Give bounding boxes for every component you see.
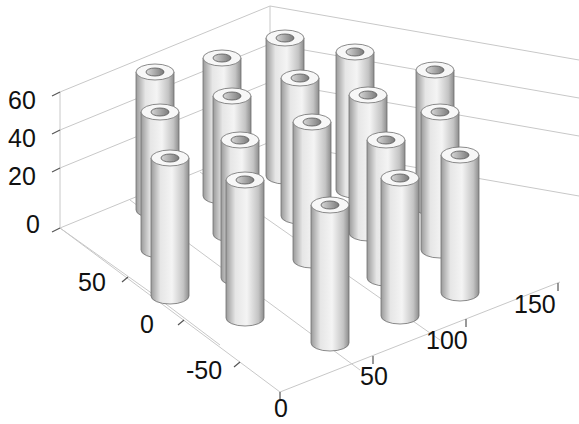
tube-top xyxy=(336,44,374,60)
tube-top xyxy=(367,132,405,148)
tube-bore xyxy=(276,34,294,42)
tube-top xyxy=(349,87,387,103)
tube-wall xyxy=(311,205,349,351)
tube xyxy=(151,150,189,304)
axis-tick-label: 150 xyxy=(514,292,556,317)
tube-bore xyxy=(346,48,364,56)
tube-bore xyxy=(231,136,249,144)
tube-bore xyxy=(151,108,169,116)
tube-top xyxy=(203,50,241,66)
axis-tick-label: 40 xyxy=(8,126,36,151)
tube-bore xyxy=(236,176,254,184)
axis-tick-label: -50 xyxy=(186,358,222,383)
axis-tick-label: 100 xyxy=(426,328,468,353)
tube-cylinders xyxy=(136,30,479,351)
tube-top xyxy=(136,64,174,80)
axis-tick-label: 20 xyxy=(8,164,36,189)
tube-wall xyxy=(151,158,189,304)
tube-bore xyxy=(451,151,469,159)
axis-tick-label: 60 xyxy=(8,88,36,113)
axis-grid xyxy=(60,6,579,392)
tube-top xyxy=(381,170,419,186)
tube-top xyxy=(141,104,179,120)
tube-bore xyxy=(291,74,309,82)
tube xyxy=(441,147,479,301)
tube-top xyxy=(416,62,454,78)
tube-top xyxy=(151,150,189,166)
tube-top xyxy=(421,104,459,120)
tube-top xyxy=(266,30,304,46)
tube xyxy=(311,197,349,351)
tube xyxy=(226,172,264,326)
tube-top xyxy=(293,114,331,130)
tube-bore xyxy=(303,118,321,126)
axis-tick-label: 0 xyxy=(140,312,154,337)
axis-tick-label: 50 xyxy=(360,364,388,389)
tube-bore xyxy=(321,201,339,209)
tube-top xyxy=(226,172,264,188)
tube-bore xyxy=(377,136,395,144)
tube-bore xyxy=(213,54,231,62)
tube-top xyxy=(221,132,259,148)
tube-bore xyxy=(391,174,409,182)
tube-bore xyxy=(146,68,164,76)
tube-bore xyxy=(431,108,449,116)
tube xyxy=(381,170,419,324)
tube-wall xyxy=(226,180,264,326)
tube-wall xyxy=(441,155,479,301)
axis-tick-label: 0 xyxy=(26,212,40,237)
tube-top xyxy=(281,70,319,86)
axis-tick-label: 50 xyxy=(78,270,106,295)
tube-wall xyxy=(381,178,419,324)
tube-top xyxy=(441,147,479,163)
tube-top xyxy=(311,197,349,213)
axis-tick-label: 0 xyxy=(274,396,288,421)
tube-bore xyxy=(223,92,241,100)
tube-bore xyxy=(161,154,179,162)
tube-bore xyxy=(359,91,377,99)
axis-ticks xyxy=(52,92,558,400)
tube-top xyxy=(213,88,251,104)
tube-bore xyxy=(426,66,444,74)
